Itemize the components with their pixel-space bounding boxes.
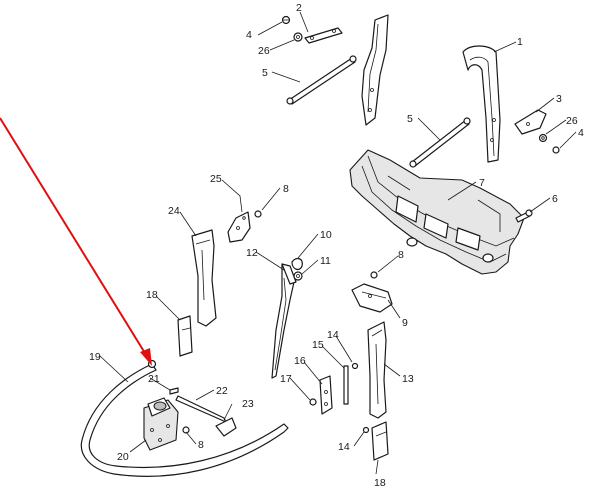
callout-18-lower: 18 — [374, 477, 386, 489]
part-18-block-left — [177, 315, 193, 357]
part-8-screw-lower — [182, 426, 190, 434]
part-12-wiper-arm — [271, 263, 297, 379]
part-24-upright-trim — [191, 229, 217, 327]
callout-14-upper: 14 — [327, 329, 339, 341]
part-7-main-frame — [349, 149, 525, 275]
part-16-plate — [319, 375, 333, 415]
callout-17: 17 — [280, 373, 292, 385]
part-2-bracket — [304, 27, 343, 44]
callout-23: 23 — [242, 398, 254, 410]
part-22-cable — [175, 395, 227, 423]
callout-8-middle: 8 — [398, 249, 404, 261]
callout-25: 25 — [210, 173, 222, 185]
part-10-clip — [291, 257, 303, 271]
part-14-pin-lower — [362, 426, 370, 434]
part-11-nut — [293, 271, 303, 281]
part-1-upright — [462, 45, 501, 163]
part-26-washer-right — [538, 133, 548, 143]
part-4-screw-right — [552, 146, 560, 154]
callout-16: 16 — [294, 355, 306, 367]
part-3-bracket — [514, 109, 547, 135]
part-13-tall-trim — [367, 321, 387, 419]
callout-22: 22 — [216, 385, 228, 397]
callout-13: 13 — [402, 373, 414, 385]
part-4-screw-top — [281, 15, 291, 25]
leader-lines — [99, 11, 577, 475]
callout-20: 20 — [117, 451, 129, 463]
callout-26-right: 26 — [566, 115, 578, 127]
part-15-rod — [343, 365, 349, 405]
part-18-block-lower — [371, 421, 389, 461]
highlight-pointer-arrow — [0, 117, 152, 366]
part-20-actuator — [143, 397, 179, 451]
callout-5-lower: 5 — [407, 113, 413, 125]
callout-5-upper: 5 — [262, 67, 268, 79]
callout-18-left: 18 — [146, 289, 158, 301]
part-19-weatherstrip — [80, 359, 289, 477]
callout-7: 7 — [479, 177, 485, 189]
part-23-clip — [215, 417, 237, 437]
callout-21: 21 — [148, 373, 160, 385]
callout-15: 15 — [312, 339, 324, 351]
callout-4-right: 4 — [578, 127, 584, 139]
upright-left-upper — [361, 14, 389, 126]
part-21-pin — [169, 387, 179, 395]
part-14-pin-upper — [351, 362, 359, 370]
callout-11: 11 — [320, 255, 331, 267]
callout-10: 10 — [320, 229, 332, 241]
callout-14-lower: 14 — [338, 441, 350, 453]
part-9-bracket — [351, 283, 393, 313]
part-5-strut-upper — [286, 55, 357, 105]
part-8-screw-upper — [254, 210, 262, 218]
callout-3: 3 — [556, 93, 562, 105]
part-8-screw-middle — [370, 271, 378, 279]
callout-24: 24 — [168, 205, 180, 217]
callout-19: 19 — [89, 351, 101, 363]
callout-8-lower: 8 — [198, 439, 204, 451]
callout-1: 1 — [517, 36, 523, 48]
part-25-bracket — [227, 211, 251, 243]
part-17-screw — [309, 398, 317, 406]
part-5-strut-lower — [409, 117, 471, 168]
callout-4-top: 4 — [246, 29, 252, 41]
callout-26-top: 26 — [258, 45, 270, 57]
callout-8-upper: 8 — [283, 183, 289, 195]
callout-6: 6 — [552, 193, 558, 205]
callout-2: 2 — [296, 2, 302, 14]
callout-labels: 2 4 26 5 1 3 26 4 5 7 6 25 8 24 10 12 11… — [89, 2, 584, 489]
callout-9: 9 — [402, 317, 408, 329]
callout-12: 12 — [246, 247, 258, 259]
part-26-washer-top — [293, 32, 303, 42]
